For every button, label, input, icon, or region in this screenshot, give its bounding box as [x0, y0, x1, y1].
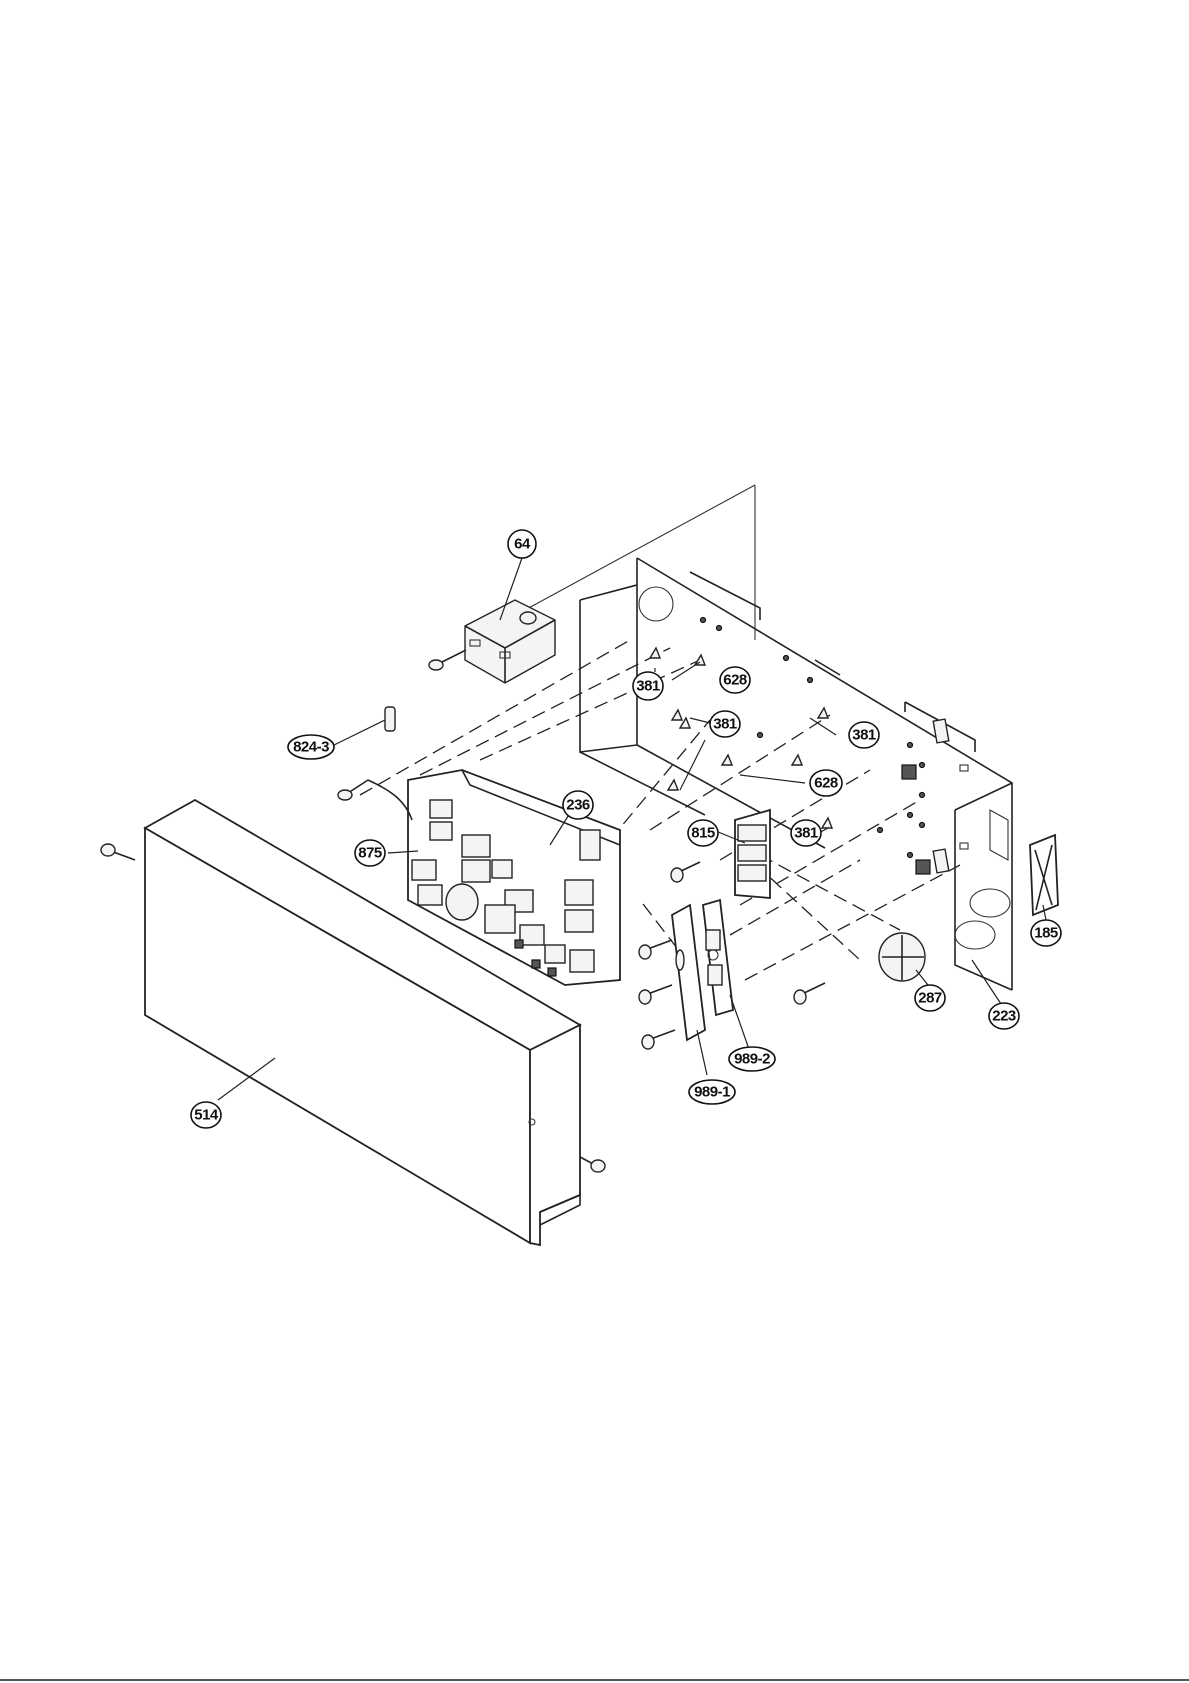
callout-989-1: 989-1 — [689, 1080, 735, 1104]
callout-989-2: 989-2 — [729, 1047, 775, 1071]
svg-text:989-1: 989-1 — [694, 1084, 730, 1101]
callout-287: 287 — [915, 985, 945, 1011]
svg-text:223: 223 — [992, 1008, 1016, 1025]
bushing-287 — [879, 933, 925, 981]
svg-text:628: 628 — [814, 775, 838, 792]
page-bottom-border — [0, 1679, 1189, 1681]
terminal-block-815 — [735, 810, 770, 898]
svg-text:824-3: 824-3 — [293, 739, 329, 756]
svg-text:64: 64 — [514, 536, 531, 553]
callout-64: 64 — [508, 530, 536, 558]
capacitor-64 — [429, 600, 555, 683]
callout-223: 223 — [989, 1003, 1019, 1029]
svg-text:381: 381 — [713, 716, 737, 733]
fuse-824-3 — [385, 707, 395, 731]
callout-381: 381 — [633, 672, 663, 700]
callout-381: 381 — [791, 820, 821, 846]
svg-text:236: 236 — [566, 797, 590, 814]
svg-text:381: 381 — [636, 678, 660, 695]
svg-text:287: 287 — [918, 990, 942, 1007]
label-plate-185 — [1030, 835, 1058, 915]
svg-text:514: 514 — [194, 1107, 219, 1124]
callout-628: 628 — [810, 770, 842, 796]
svg-text:185: 185 — [1034, 925, 1058, 942]
svg-text:381: 381 — [852, 727, 876, 744]
svg-text:989-2: 989-2 — [734, 1051, 770, 1068]
callout-185: 185 — [1031, 920, 1061, 946]
callout-875: 875 — [355, 840, 385, 866]
svg-text:875: 875 — [358, 845, 382, 862]
svg-text:381: 381 — [794, 825, 818, 842]
svg-text:628: 628 — [723, 672, 747, 689]
callout-824-3: 824-3 — [288, 735, 334, 759]
callout-236: 236 — [563, 791, 593, 819]
terminal-strip-989 — [672, 900, 733, 1040]
callout-815: 815 — [688, 820, 718, 846]
callout-628: 628 — [720, 667, 750, 693]
callout-381: 381 — [710, 711, 740, 737]
callout-381: 381 — [849, 722, 879, 748]
callout-514: 514 — [191, 1102, 221, 1128]
svg-text:815: 815 — [691, 825, 715, 842]
